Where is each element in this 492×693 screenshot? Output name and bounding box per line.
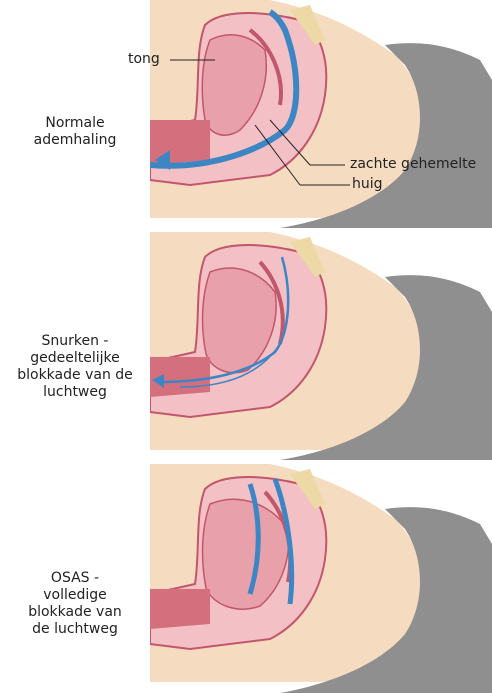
label-snoring: Snurken - gedeeltelijke blokkade van de … [0, 333, 150, 401]
panel-snoring [150, 232, 492, 460]
trachea [150, 589, 210, 629]
annotation-zachte-gehemelte: zachte gehemelte [350, 156, 476, 172]
annotation-huig: huig [352, 176, 383, 192]
panel-normal-breathing [150, 0, 492, 228]
panel-osas [150, 464, 492, 693]
annotation-tong: tong [128, 51, 160, 67]
airway-illustration-normal [150, 0, 492, 228]
airway-illustration-osas [150, 464, 492, 693]
airway-illustration-snoring [150, 232, 492, 460]
label-osas: OSAS - volledige blokkade van de luchtwe… [0, 570, 150, 638]
label-normal-breathing: Normale ademhaling [0, 115, 150, 149]
